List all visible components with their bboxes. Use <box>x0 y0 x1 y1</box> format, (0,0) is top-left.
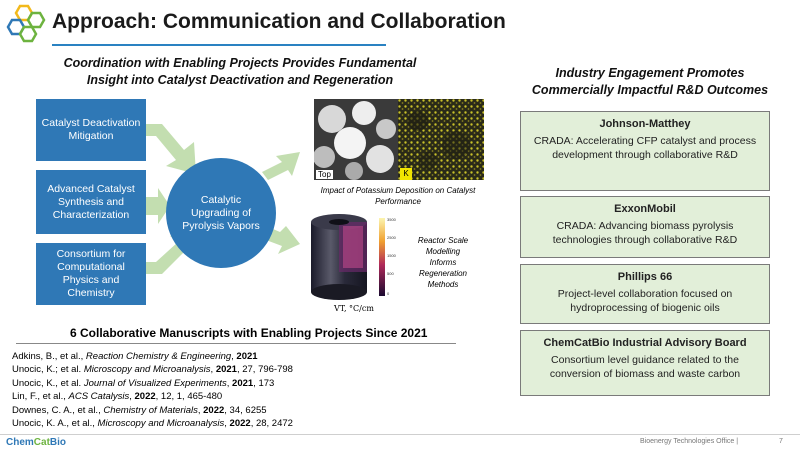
partner-box-phillips-66: Phillips 66 Project-level collaboration … <box>520 264 770 324</box>
box-consortium-computational-physics: Consortium for Computational Physics and… <box>36 243 146 305</box>
partner-name: Johnson-Matthey <box>599 118 691 130</box>
svg-text:0: 0 <box>387 291 390 296</box>
micro-k-label: K <box>400 168 412 180</box>
right-section-heading: Industry Engagement Promotes Commerciall… <box>505 65 795 99</box>
reference-item: Unocic, K., et al. Journal of Visualized… <box>12 377 275 389</box>
reactor-caption: Reactor Scale Modelling Informs Regenera… <box>417 236 469 289</box>
reference-item: Unocic, K. A., et al., Microscopy and Mi… <box>12 418 293 430</box>
right-heading-line-1: Industry Engagement Promotes <box>555 66 745 80</box>
microscopy-potassium-map-image <box>398 99 484 180</box>
manuscripts-divider <box>16 343 456 344</box>
partner-name: Phillips 66 <box>617 271 673 283</box>
page-title: Approach: Communication and Collaboratio… <box>52 10 506 33</box>
partner-box-exxonmobil: ExxonMobil CRADA: Advancing biomass pyro… <box>520 196 770 258</box>
reference-item: Adkins, B., et al., Reaction Chemistry &… <box>12 351 258 362</box>
reference-item: Unocic, K.; et al. Microscopy and Microa… <box>12 364 293 376</box>
arrow-circle-to-micro <box>262 152 300 180</box>
arrow-box2-to-circle <box>146 188 170 224</box>
partner-name: ChemCatBio Industrial Advisory Board <box>543 337 747 349</box>
reactor-model-image: 3500 2500 1500 500 0 <box>311 214 397 300</box>
box-catalyst-deactivation-mitigation: Catalyst Deactivation Mitigation <box>36 99 146 161</box>
svg-text:1500: 1500 <box>387 253 397 258</box>
reactor-vt-label: VT, °C/cm <box>334 304 374 313</box>
arrow-box1-to-circle <box>146 124 196 174</box>
left-heading-line-2: Insight into Catalyst Deactivation and R… <box>86 73 394 87</box>
partner-description: CRADA: Accelerating CFP catalyst and pro… <box>533 135 757 161</box>
right-heading-line-2: Commercially Impactful R&D Outcomes <box>531 83 769 97</box>
partner-description: CRADA: Advancing biomass pyrolysis techn… <box>552 220 738 246</box>
partner-description: Consortium level guidance related to the… <box>549 354 741 380</box>
micro-top-label: Top <box>316 170 333 179</box>
microscopy-top-image <box>314 99 398 180</box>
left-section-heading: Coordination with Enabling Projects Prov… <box>20 55 460 89</box>
left-heading-line-1: Coordination with Enabling Projects Prov… <box>63 56 417 70</box>
svg-text:3500: 3500 <box>387 217 397 222</box>
box-advanced-catalyst-synthesis: Advanced Catalyst Synthesis and Characte… <box>36 170 146 234</box>
footer-page-number: 7 <box>779 438 783 445</box>
partner-name: ExxonMobil <box>614 203 676 215</box>
circle-catalytic-upgrading: Catalytic Upgrading of Pyrolysis Vapors <box>166 158 276 268</box>
chemcatbio-hex-logo-icon <box>6 4 46 43</box>
reference-list: Adkins, B., et al., Reaction Chemistry &… <box>12 350 293 430</box>
manuscripts-heading: 6 Collaborative Manuscripts with Enablin… <box>70 326 428 340</box>
svg-text:500: 500 <box>387 271 394 276</box>
reference-item: Downes, C. A., et al., Chemistry of Mate… <box>12 404 267 416</box>
partner-description: Project-level collaboration focused on h… <box>557 288 733 314</box>
title-underline <box>52 44 386 46</box>
svg-text:2500: 2500 <box>387 235 397 240</box>
partner-box-johnson-matthey: Johnson-Matthey CRADA: Accelerating CFP … <box>520 111 770 191</box>
partner-box-industrial-advisory-board: ChemCatBio Industrial Advisory Board Con… <box>520 330 770 396</box>
arrow-circle-to-reactor <box>266 226 300 254</box>
footer-office-name: Bioenergy Technologies Office | <box>640 438 739 445</box>
footer-bar <box>0 434 800 450</box>
reference-item: Lin, F., et al., ACS Catalysis, 2022, 12… <box>12 391 223 403</box>
micro-caption: Impact of Potassium Deposition on Cataly… <box>320 186 476 206</box>
footer-chemcatbio-logo: ChemCatBio <box>6 437 67 448</box>
